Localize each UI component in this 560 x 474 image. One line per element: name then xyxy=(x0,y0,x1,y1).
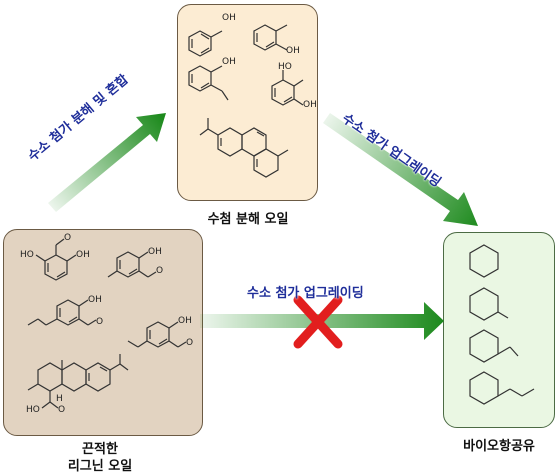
bio-jet-fuel-box xyxy=(443,232,555,428)
dehydroabietic-acid-molecule xyxy=(27,354,129,409)
methylresorcinol-molecule xyxy=(271,70,304,106)
lignin-oil-label-line1: 끈적한 xyxy=(82,442,118,457)
cyclohexane-molecule xyxy=(469,244,499,278)
lignin-oil-label-line2: 리그닌 오일 xyxy=(67,459,133,474)
lignin-oil-box xyxy=(3,229,203,436)
ethylcyclohexane-molecule xyxy=(469,329,519,363)
methylcyclohexane-molecule xyxy=(469,287,509,321)
upgrading-direct-arrow-label: 수소 첨가 업그레이딩 xyxy=(247,286,364,301)
ethylphenol-molecule xyxy=(188,65,229,101)
upgrading-arrow-top xyxy=(323,113,478,226)
hydrocracked-oil-label: 수첨 분해 오일 xyxy=(207,212,289,227)
bio-jet-fuel-label: 바이오항공유 xyxy=(463,439,535,454)
hydrocracking-arrow xyxy=(48,113,166,212)
cresol-molecule xyxy=(253,24,288,51)
retene-molecule xyxy=(199,118,289,178)
methylguaiacol-molecule xyxy=(107,251,157,278)
methoxycatechol-molecule xyxy=(35,238,77,281)
phenol-molecule xyxy=(188,30,223,57)
hydrocracked-oil-box xyxy=(177,4,318,201)
eugenol-molecule xyxy=(27,299,97,326)
cross-mark-icon xyxy=(293,295,343,349)
propylcyclohexane-molecule xyxy=(469,371,535,405)
propylguaiacol-molecule xyxy=(127,321,187,348)
